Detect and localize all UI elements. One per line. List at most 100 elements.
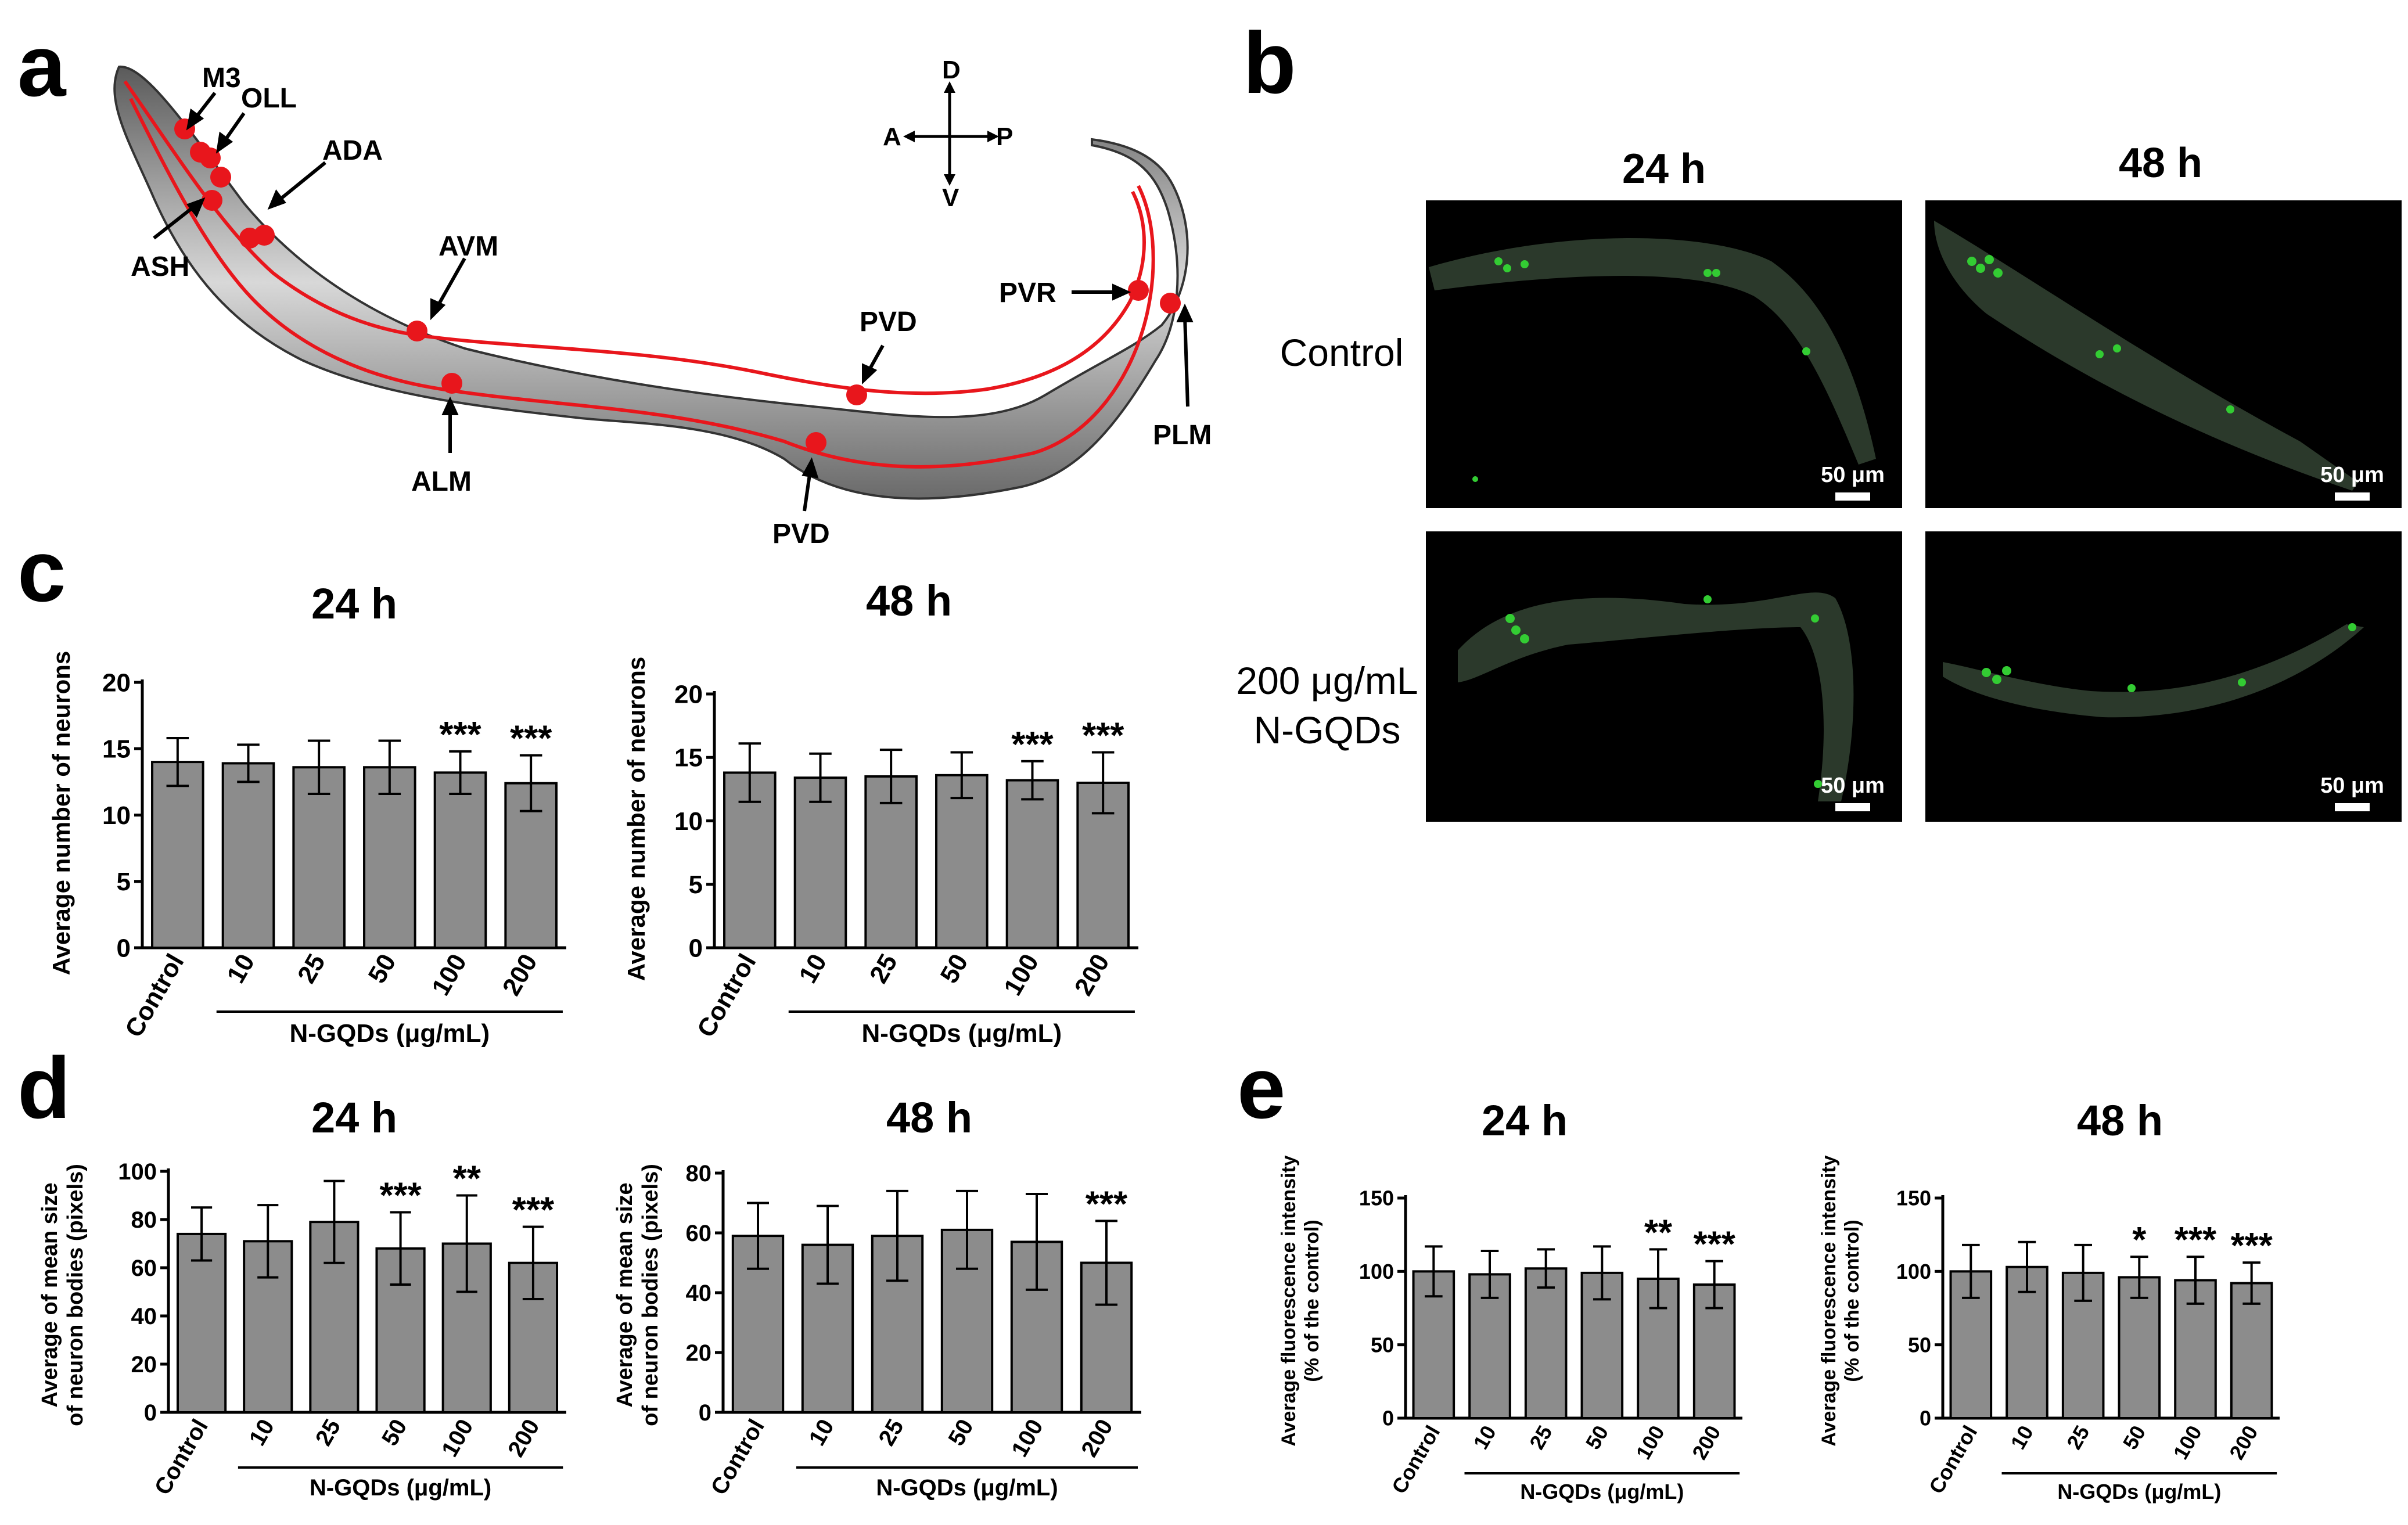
x-tick-label: 200 [1076,1415,1117,1462]
y-tick-label: 40 [686,1281,712,1306]
x-tick-label: 50 [1581,1422,1613,1454]
bar [292,766,346,949]
x-tick-label: 200 [497,949,543,1001]
y-axis-label: Average number of neurons [623,657,650,981]
neuron-label-pvr: PVR [999,278,1056,308]
x-tick-label: Control [692,949,762,1042]
x-tick-label: 25 [874,1415,908,1451]
neuron-label-m3: M3 [202,63,241,93]
micrograph-treated-24h [1426,531,1902,822]
micrograph-control-24h [1426,200,1902,508]
group-label: N-GQDs (μg/mL) [876,1475,1058,1501]
y-tick-label: 40 [131,1304,157,1329]
row-label-control: Control [1280,331,1404,374]
x-tick-label: 100 [2168,1422,2206,1464]
x-tick-label: 25 [292,949,331,988]
panel-label-c: c [17,522,66,620]
y-tick-label: 0 [144,1400,157,1426]
x-tick-label: 25 [1525,1422,1557,1454]
x-tick-label: Control [706,1415,770,1499]
worm-diagram: M3 OLL ADA ASH AVM ALM PVD PVD PVR PLM D… [113,56,1212,549]
x-tick-label: 100 [437,1415,478,1462]
y-axis-label: Average fluorescence intensity [1278,1155,1300,1446]
y-tick-label: 50 [1371,1333,1394,1357]
bar [864,775,918,949]
y-tick-label: 15 [102,735,131,764]
neuron-dot [210,167,231,188]
neuron-dot [806,432,826,453]
y-tick-label: 50 [1908,1333,1931,1357]
bar [2230,1282,2273,1419]
x-tick-label: 25 [864,949,903,988]
bar [935,774,989,949]
neuron-label-oll: OLL [241,83,297,114]
x-tick-label: 10 [245,1415,279,1451]
micrograph-panel: 24 h 48 h Control 200 μg/mL N-GQDs 50 [1236,140,2402,822]
bar [1005,779,1059,949]
x-tick-label: 10 [221,949,260,988]
group-label: N-GQDs (μg/mL) [861,1019,1062,1048]
x-tick-label: 10 [2006,1422,2038,1454]
y-tick-label: 10 [674,807,703,836]
y-tick-label: 20 [686,1340,712,1366]
chart-title: 48 h [2077,1096,2163,1145]
neuron-dots [174,118,1181,453]
x-tick-label: 100 [998,949,1044,1001]
y-tick-label: 150 [1359,1186,1394,1210]
group-label: N-GQDs (μg/mL) [2057,1480,2221,1504]
x-tick-label: 100 [426,949,472,1001]
y-axis-label: Average of mean size [613,1182,637,1407]
neuron-dot [200,148,221,168]
chart-title: 48 h [866,577,952,625]
x-tick-label: 50 [943,1415,978,1451]
x-tick-label: 200 [2224,1422,2263,1464]
x-tick-label: Control [1387,1422,1444,1498]
x-tick-label: 10 [793,949,832,988]
x-tick-label: 50 [2118,1422,2151,1454]
y-axis-label: Average of mean size [38,1182,62,1407]
x-tick-label: 50 [935,949,974,988]
x-tick-label: 10 [804,1415,839,1451]
x-tick-label: 50 [363,949,402,988]
x-tick-label: 200 [1687,1422,1726,1464]
y-tick-label: 150 [1896,1186,1931,1210]
neuron-label-pvd-upper: PVD [860,307,917,337]
x-tick-label: 25 [311,1415,346,1451]
significance-mark: ** [453,1159,481,1199]
significance-mark: *** [510,719,552,759]
row-label-treated-1: 200 μg/mL [1236,659,1418,702]
significance-mark: *** [1082,716,1124,756]
x-tick-label: 200 [1069,949,1115,1001]
scale-bar-label: 50 μm [1821,463,1885,487]
neuron-label-pvd-lower: PVD [772,519,830,549]
worm-outline-upper [123,80,1146,395]
compass-p: P [996,123,1013,151]
y-tick-label: 20 [674,680,703,708]
panel-label-b: b [1243,14,1296,112]
y-tick-label: 15 [674,744,703,772]
bar [151,761,204,949]
bar [433,771,487,949]
significance-mark: *** [1011,725,1054,765]
bar [221,762,275,949]
y-axis-label: of neuron bodies (pixels) [638,1164,663,1426]
worm-outline-lower [129,98,1155,469]
compass-v: V [942,184,959,212]
y-tick-label: 20 [102,668,131,697]
chart-title: 24 h [311,580,397,628]
neuron-label-ash: ASH [131,251,189,282]
scale-bar-label: 50 μm [1821,774,1885,798]
neuron-arrows [153,92,1194,512]
y-tick-label: 20 [131,1352,157,1377]
y-tick-label: 0 [689,934,703,962]
y-tick-label: 5 [689,871,703,899]
compass-a: A [883,123,901,151]
significance-mark: *** [2230,1226,2273,1266]
y-tick-label: 80 [131,1207,157,1233]
x-tick-label: Control [1924,1422,1982,1498]
micrograph-control-48h [1925,200,2402,508]
y-tick-label: 60 [686,1221,712,1246]
